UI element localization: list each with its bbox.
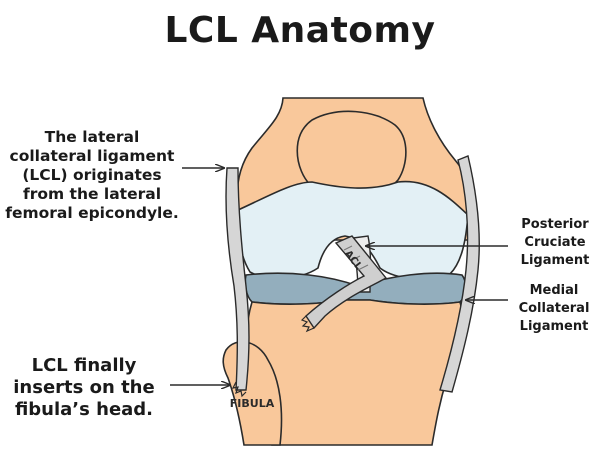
fibula-label: FIBULA [230,397,275,410]
lcl-insertion-callout: LCL finally inserts on the fibula’s head… [13,355,155,420]
lcl-origin-callout: The lateral collateral ligament (LCL) or… [5,128,179,222]
mcl-ligament [439,155,480,393]
page-title: LCL Anatomy [164,10,436,51]
acl-ligament [305,235,388,330]
lcl-ligament [225,167,250,391]
pcl-callout: Posterior Cruciate Ligament [520,217,590,268]
acl-fiber-lines [343,245,369,271]
lcl-frayed-end [231,381,247,398]
acl-frayed-end [300,315,315,333]
mcl-callout: Medial Collateral Ligament [518,283,590,334]
